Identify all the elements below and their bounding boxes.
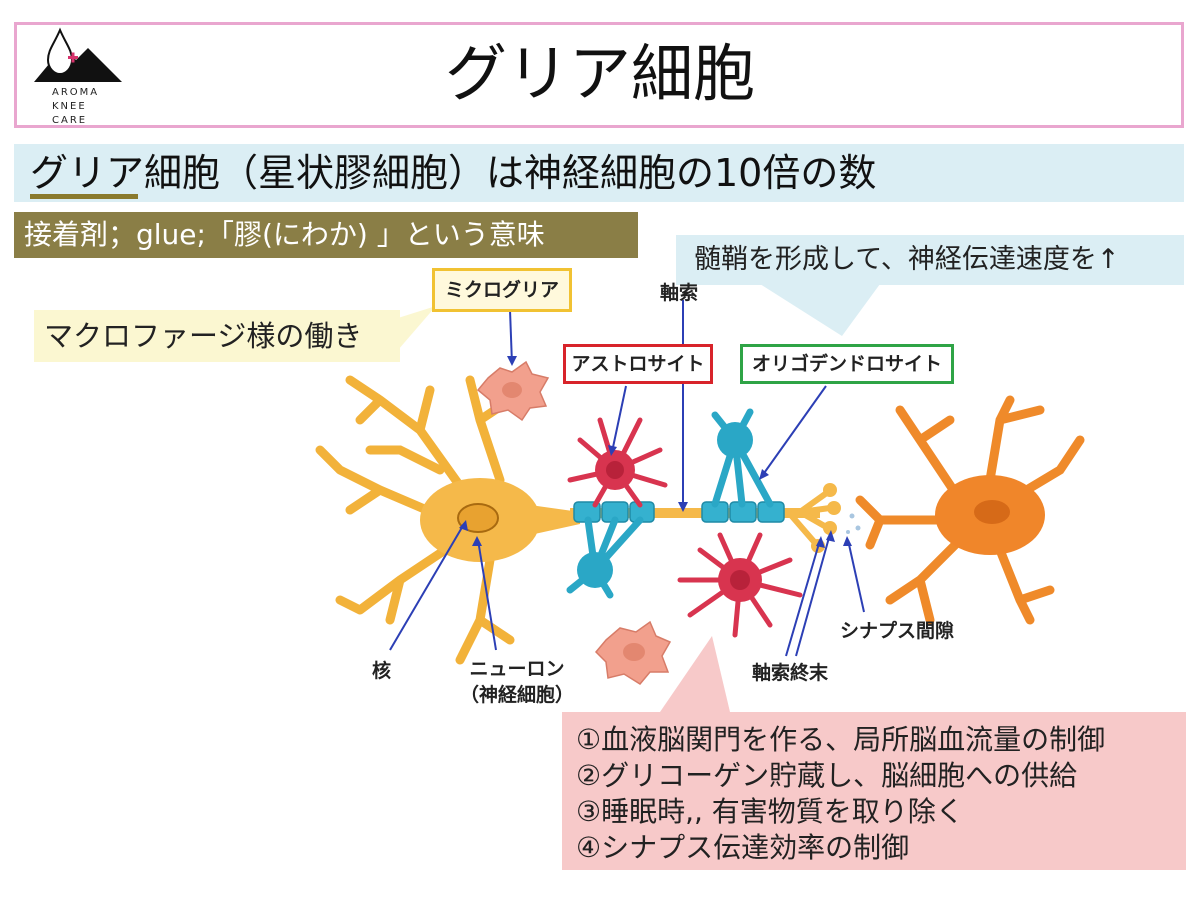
logo-text-line-1: AROMA (52, 87, 100, 98)
macrophage-note-pointer (398, 306, 436, 350)
myelin-callout: 髄鞘を形成して、神経伝達速度を↑ (676, 235, 1184, 285)
function-item: ③睡眠時,, 有害物質を取り除く (576, 795, 964, 828)
title-frame (14, 22, 1184, 128)
myelin-callout-pointer (760, 284, 880, 336)
neuron-left-nucleus (457, 503, 499, 533)
neuron-left-dendrites (315, 375, 515, 665)
functions-pointer (660, 636, 730, 712)
headline-underline (30, 194, 138, 199)
astrocyte-top-processes (567, 417, 668, 508)
oligodendrocyte-label: オリゴデンドロサイト (740, 344, 954, 384)
neuron-right-nucleus (974, 500, 1010, 524)
pointer-lines (389, 300, 865, 657)
logo-text-line-2: KNEE (52, 101, 87, 112)
neuron-label-line-1: ニューロン (469, 658, 565, 680)
myelin-segments (573, 501, 785, 523)
axon (570, 508, 820, 518)
logo-drop-icon (46, 27, 74, 76)
axon-label: 軸索 (660, 282, 699, 304)
axon-terminal-label: 軸索終末 (752, 662, 829, 684)
neuron-label-line-2: （神経細胞） (460, 684, 575, 706)
logo (34, 27, 122, 82)
pointer-arrowheads (459, 356, 852, 548)
logo-text-line-3: CARE (52, 115, 88, 126)
function-item: ①血液脳関門を作る、局所脳血流量の制御 (576, 723, 1106, 756)
headline: グリア細胞（星状膠細胞）は神経細胞の10倍の数 (30, 151, 877, 195)
neurotransmitters (846, 513, 861, 534)
headline-bar (14, 144, 1184, 202)
astrocyte-label: アストロサイト (563, 344, 713, 384)
astrocyte-bottom-processes (677, 532, 803, 638)
microglia-label: ミクログリア (432, 268, 572, 312)
logo-text: AROMA KNEE CARE (52, 86, 99, 128)
page-title: グリア細胞 (444, 37, 755, 110)
terminal-buttons (811, 483, 841, 553)
neuron-label: ニューロン （神経細胞） (460, 656, 574, 708)
functions-box: ①血液脳関門を作る、局所脳血流量の制御 ②グリコーゲン貯蔵し、脳細胞への供給 ③… (562, 712, 1186, 870)
axon-terminals (787, 489, 833, 547)
oligodendrocyte-top (711, 408, 774, 508)
neuron-right-dendrites (855, 395, 1085, 625)
nucleus-label: 核 (372, 660, 392, 682)
synaptic-cleft-label: シナプス間隙 (840, 620, 955, 642)
glue-note: 接着剤；glue;「膠(にわか) 」という意味 (14, 212, 638, 258)
oligodendrocyte-bottom (566, 516, 644, 599)
function-item: ②グリコーゲン貯蔵し、脳細胞への供給 (576, 759, 1078, 792)
function-item: ④シナプス伝達効率の制御 (576, 831, 910, 864)
macrophage-note: マクロファージ様の働き (34, 310, 400, 362)
